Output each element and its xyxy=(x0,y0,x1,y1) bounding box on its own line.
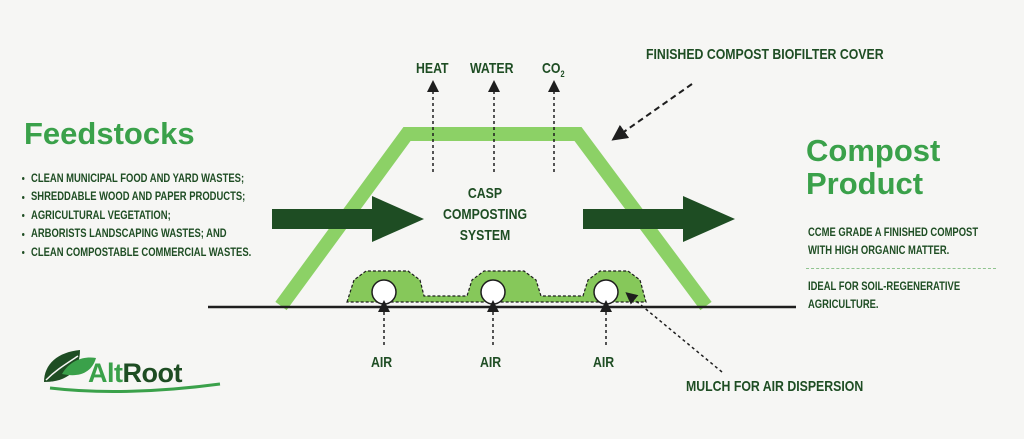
bullet-icon xyxy=(22,195,25,199)
air-pipe-3 xyxy=(593,279,619,305)
system-line-2: COMPOSTING xyxy=(442,206,528,223)
product-title-line-1: Compost xyxy=(806,133,941,168)
input-arrow xyxy=(272,196,424,242)
system-line-1: CASP xyxy=(467,185,503,202)
product-benefit: IDEAL FOR SOIL-REGENERATIVE AGRICULTURE. xyxy=(808,278,960,314)
system-line-3: SYSTEM xyxy=(459,227,511,244)
feedstock-item-2: SHREDDABLE WOOD AND PAPER PRODUCTS; xyxy=(31,191,246,204)
system-label: CASP COMPOSTING SYSTEM xyxy=(424,183,547,246)
logo-wordmark: AltRoot xyxy=(88,358,182,389)
bullet-icon xyxy=(22,232,25,236)
bullet-icon xyxy=(22,214,25,218)
product-benefit-line-2: AGRICULTURE. xyxy=(808,299,879,311)
mulch-label: MULCH FOR AIR DISPERSION xyxy=(686,378,864,395)
feedstock-item-1: CLEAN MUNICIPAL FOOD AND YARD WASTES; xyxy=(31,173,245,185)
leaf-small-icon xyxy=(62,357,96,376)
list-item: CLEAN COMPOSTABLE COMMERCIAL WASTES. xyxy=(22,244,251,262)
product-title-line-2: Product xyxy=(806,166,924,201)
air-pipe-1 xyxy=(371,279,397,305)
mulch-callout-arrow xyxy=(625,292,723,373)
product-description: CCME GRADE A FINISHED COMPOST WITH HIGH … xyxy=(808,224,978,260)
air-label-1: AIR xyxy=(371,354,393,371)
co2-subscript: 2 xyxy=(560,69,565,79)
list-item: AGRICULTURAL VEGETATION; xyxy=(22,207,251,225)
logo-text-root: Root xyxy=(122,358,183,388)
list-item: SHREDDABLE WOOD AND PAPER PRODUCTS; xyxy=(22,188,251,206)
cover-callout-arrow xyxy=(611,83,693,141)
feedstock-item-3: AGRICULTURAL VEGETATION; xyxy=(31,209,171,222)
bullet-icon xyxy=(22,251,25,255)
co2-main: CO xyxy=(542,60,561,77)
list-item: ARBORISTS LANDSCAPING WASTES; AND xyxy=(22,225,251,243)
feedstock-item-5: CLEAN COMPOSTABLE COMMERCIAL WASTES. xyxy=(31,246,252,259)
heat-label: HEAT xyxy=(416,60,449,77)
feedstocks-list: CLEAN MUNICIPAL FOOD AND YARD WASTES; SH… xyxy=(22,170,302,262)
root-swoosh-icon xyxy=(49,382,221,393)
product-divider xyxy=(806,268,996,269)
co2-label: CO2 xyxy=(542,60,565,79)
altroot-logo xyxy=(44,350,221,393)
output-arrow xyxy=(583,196,735,242)
cover-label: FINISHED COMPOST BIOFILTER COVER xyxy=(646,46,884,63)
list-item: CLEAN MUNICIPAL FOOD AND YARD WASTES; xyxy=(22,170,251,188)
feedstocks-title: Feedstocks xyxy=(24,116,195,151)
feedstock-item-4: ARBORISTS LANDSCAPING WASTES; AND xyxy=(31,228,227,241)
product-benefit-line-1: IDEAL FOR SOIL-REGENERATIVE xyxy=(808,281,961,293)
product-desc-line-2: WITH HIGH ORGANIC MATTER. xyxy=(808,245,950,257)
bullet-icon xyxy=(22,177,25,181)
product-desc-line-1: CCME GRADE A FINISHED COMPOST xyxy=(808,227,979,239)
air-pipe-2 xyxy=(480,279,506,305)
air-label-3: AIR xyxy=(593,354,615,371)
logo-text-alt: Alt xyxy=(88,358,123,388)
product-title: Compost Product xyxy=(806,134,940,200)
water-label: WATER xyxy=(470,60,514,77)
air-label-2: AIR xyxy=(480,354,502,371)
